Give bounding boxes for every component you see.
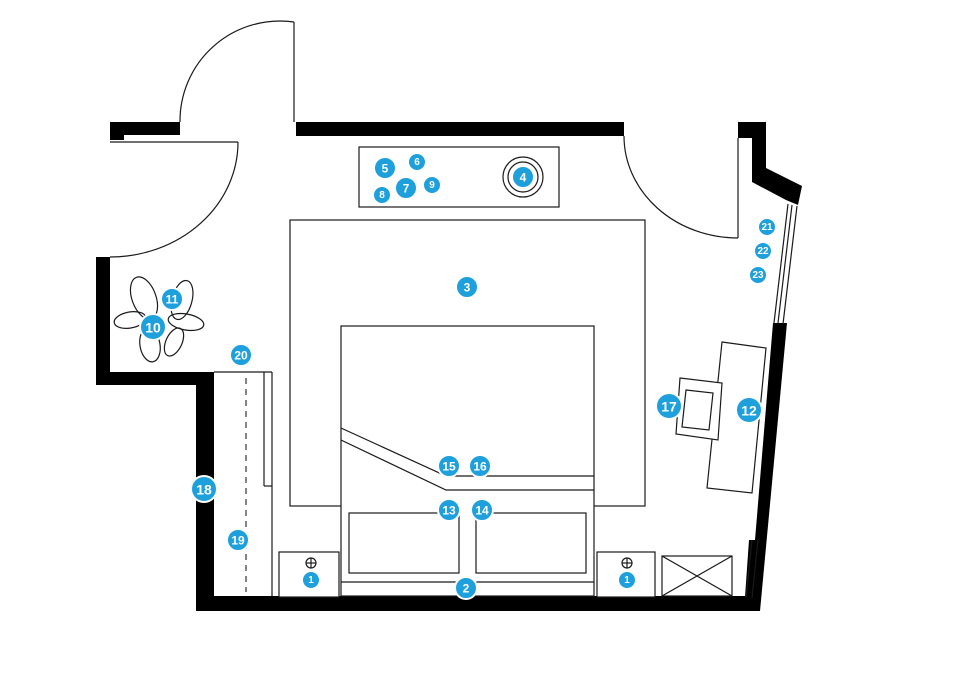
marker-label: 15	[442, 460, 456, 474]
marker-20: 20	[229, 343, 253, 367]
right-door	[623, 135, 739, 239]
marker-13: 13	[437, 498, 461, 522]
marker-4: 4	[511, 165, 535, 189]
marker-label: 22	[757, 246, 769, 257]
marker-label: 19	[231, 534, 245, 548]
marker-circle	[422, 175, 442, 195]
marker-label: 11	[166, 293, 179, 307]
marker-circle	[757, 217, 777, 237]
wall-right-lower	[744, 323, 787, 611]
marker-circle	[372, 185, 392, 205]
wall-left-step	[96, 372, 214, 385]
marker-circle	[511, 165, 535, 189]
marker-17: 17	[655, 392, 683, 420]
marker-circle	[735, 396, 763, 424]
marker-21: 21	[757, 217, 777, 237]
marker-label: 12	[741, 403, 757, 419]
marker-1: 1	[301, 570, 321, 590]
marker-circle	[301, 570, 321, 590]
marker-label: 4	[520, 171, 527, 185]
wardrobe	[214, 371, 273, 596]
marker-23: 23	[748, 265, 768, 285]
plant	[113, 276, 205, 363]
marker-16: 16	[468, 454, 492, 478]
marker-label: 10	[145, 320, 161, 336]
marker-label: 7	[403, 182, 410, 196]
marker-7: 7	[394, 176, 418, 200]
wall-top-main	[296, 122, 624, 136]
marker-18: 18	[190, 475, 218, 503]
marker-circle	[226, 528, 250, 552]
marker-14: 14	[470, 498, 494, 522]
marker-label: 5	[382, 162, 389, 176]
marker-1: 1	[617, 570, 637, 590]
marker-12: 12	[735, 396, 763, 424]
marker-label: 1	[308, 575, 314, 586]
bed	[340, 325, 595, 597]
marker-circle	[160, 287, 184, 311]
marker-label: 16	[473, 460, 487, 474]
marker-label: 13	[442, 504, 456, 518]
marker-label: 17	[661, 399, 677, 415]
marker-label: 9	[429, 180, 435, 191]
desk-chair	[675, 377, 723, 441]
marker-label: 8	[379, 190, 385, 201]
marker-19: 19	[226, 528, 250, 552]
marker-6: 6	[407, 152, 427, 172]
marker-label: 6	[414, 157, 420, 168]
entrance-door	[109, 20, 295, 258]
wall-bottom	[196, 596, 760, 611]
marker-circle	[455, 275, 479, 299]
marker-label: 14	[475, 504, 489, 518]
marker-label: 3	[464, 281, 471, 295]
marker-circle	[394, 176, 418, 200]
wall-right-upper	[738, 122, 802, 205]
marker-label: 2	[463, 582, 470, 596]
pillow-right	[475, 512, 587, 574]
marker-circle	[748, 265, 768, 285]
pillow-left	[348, 512, 460, 574]
marker-8: 8	[372, 185, 392, 205]
marker-circle	[470, 498, 494, 522]
marker-circle	[468, 454, 492, 478]
marker-5: 5	[373, 156, 397, 180]
marker-circle	[655, 392, 683, 420]
marker-circle	[454, 576, 478, 600]
marker-circle	[437, 498, 461, 522]
marker-circle	[437, 454, 461, 478]
marker-label: 1	[624, 575, 630, 586]
marker-15: 15	[437, 454, 461, 478]
marker-label: 21	[761, 222, 773, 233]
marker-label: 18	[196, 482, 212, 498]
marker-circle	[190, 475, 218, 503]
marker-circle	[753, 241, 773, 261]
window-right	[745, 203, 798, 599]
marker-circle	[373, 156, 397, 180]
marker-22: 22	[753, 241, 773, 261]
marker-10: 10	[139, 313, 167, 341]
marker-9: 9	[422, 175, 442, 195]
marker-circle	[617, 570, 637, 590]
marker-3: 3	[455, 275, 479, 299]
marker-label: 20	[234, 349, 248, 363]
marker-11: 11	[160, 287, 184, 311]
wall-left-upper	[96, 257, 110, 385]
marker-circle	[229, 343, 253, 367]
wall-top-left-segment	[110, 122, 180, 135]
marker-label: 23	[752, 270, 764, 281]
marker-circle	[407, 152, 427, 172]
storage-box	[661, 555, 733, 597]
marker-circle	[139, 313, 167, 341]
marker-2: 2	[454, 576, 478, 600]
